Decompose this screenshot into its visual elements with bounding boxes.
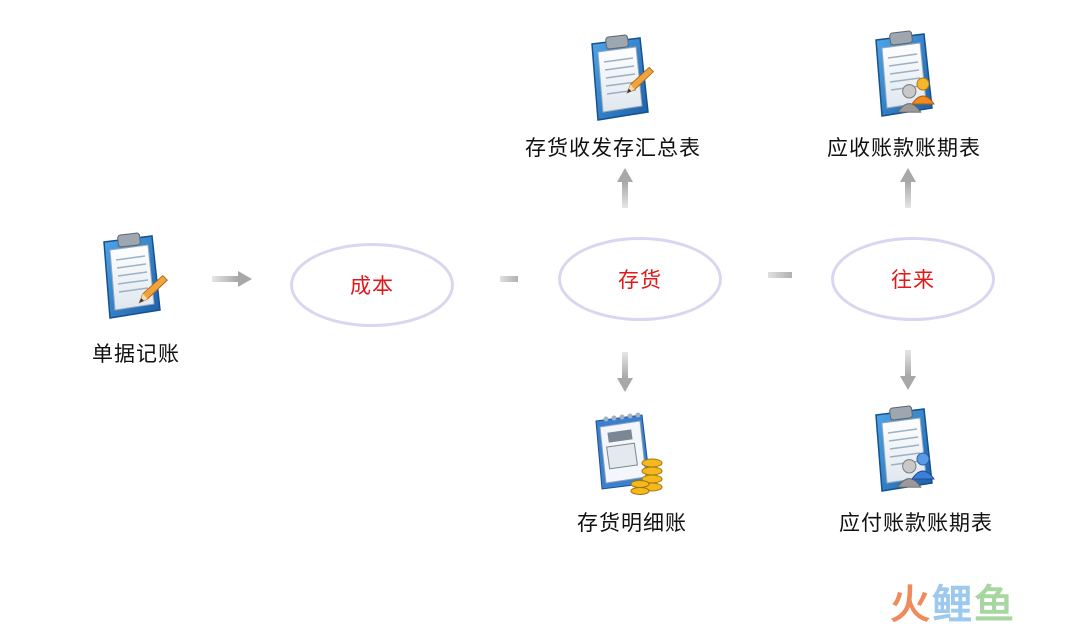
arrow-down-icon bbox=[900, 350, 916, 390]
clipboard-pencil-icon bbox=[90, 232, 170, 322]
current-accounts-label: 往来 bbox=[891, 268, 935, 292]
watermark-logo: 火鲤鱼 bbox=[890, 582, 1016, 628]
arrow-right-icon bbox=[212, 271, 252, 287]
cost-label: 成本 bbox=[350, 274, 394, 298]
arrow-up-icon bbox=[617, 168, 633, 208]
clipboard-user-icon bbox=[862, 30, 942, 120]
calendar-coins-icon bbox=[588, 405, 668, 497]
arrow-up-icon bbox=[900, 168, 916, 208]
inventory-summary-label: 存货收发存汇总表 bbox=[525, 136, 701, 160]
payable-aging-label: 应付账款账期表 bbox=[839, 511, 993, 535]
inventory-label: 存货 bbox=[618, 268, 662, 292]
clipboard-user-icon bbox=[862, 405, 942, 495]
current-accounts-node[interactable]: 往来 bbox=[831, 237, 995, 321]
inventory-detail-label: 存货明细账 bbox=[577, 511, 687, 535]
inventory-node[interactable]: 存货 bbox=[558, 237, 722, 321]
receivable-aging-label: 应收账款账期表 bbox=[827, 136, 981, 160]
cost-node[interactable]: 成本 bbox=[290, 243, 454, 327]
clipboard-pencil-icon bbox=[578, 34, 658, 124]
connector-line bbox=[500, 276, 518, 282]
arrow-down-icon bbox=[617, 352, 633, 392]
connector-line bbox=[768, 272, 792, 278]
document-entry-label: 单据记账 bbox=[92, 342, 180, 366]
